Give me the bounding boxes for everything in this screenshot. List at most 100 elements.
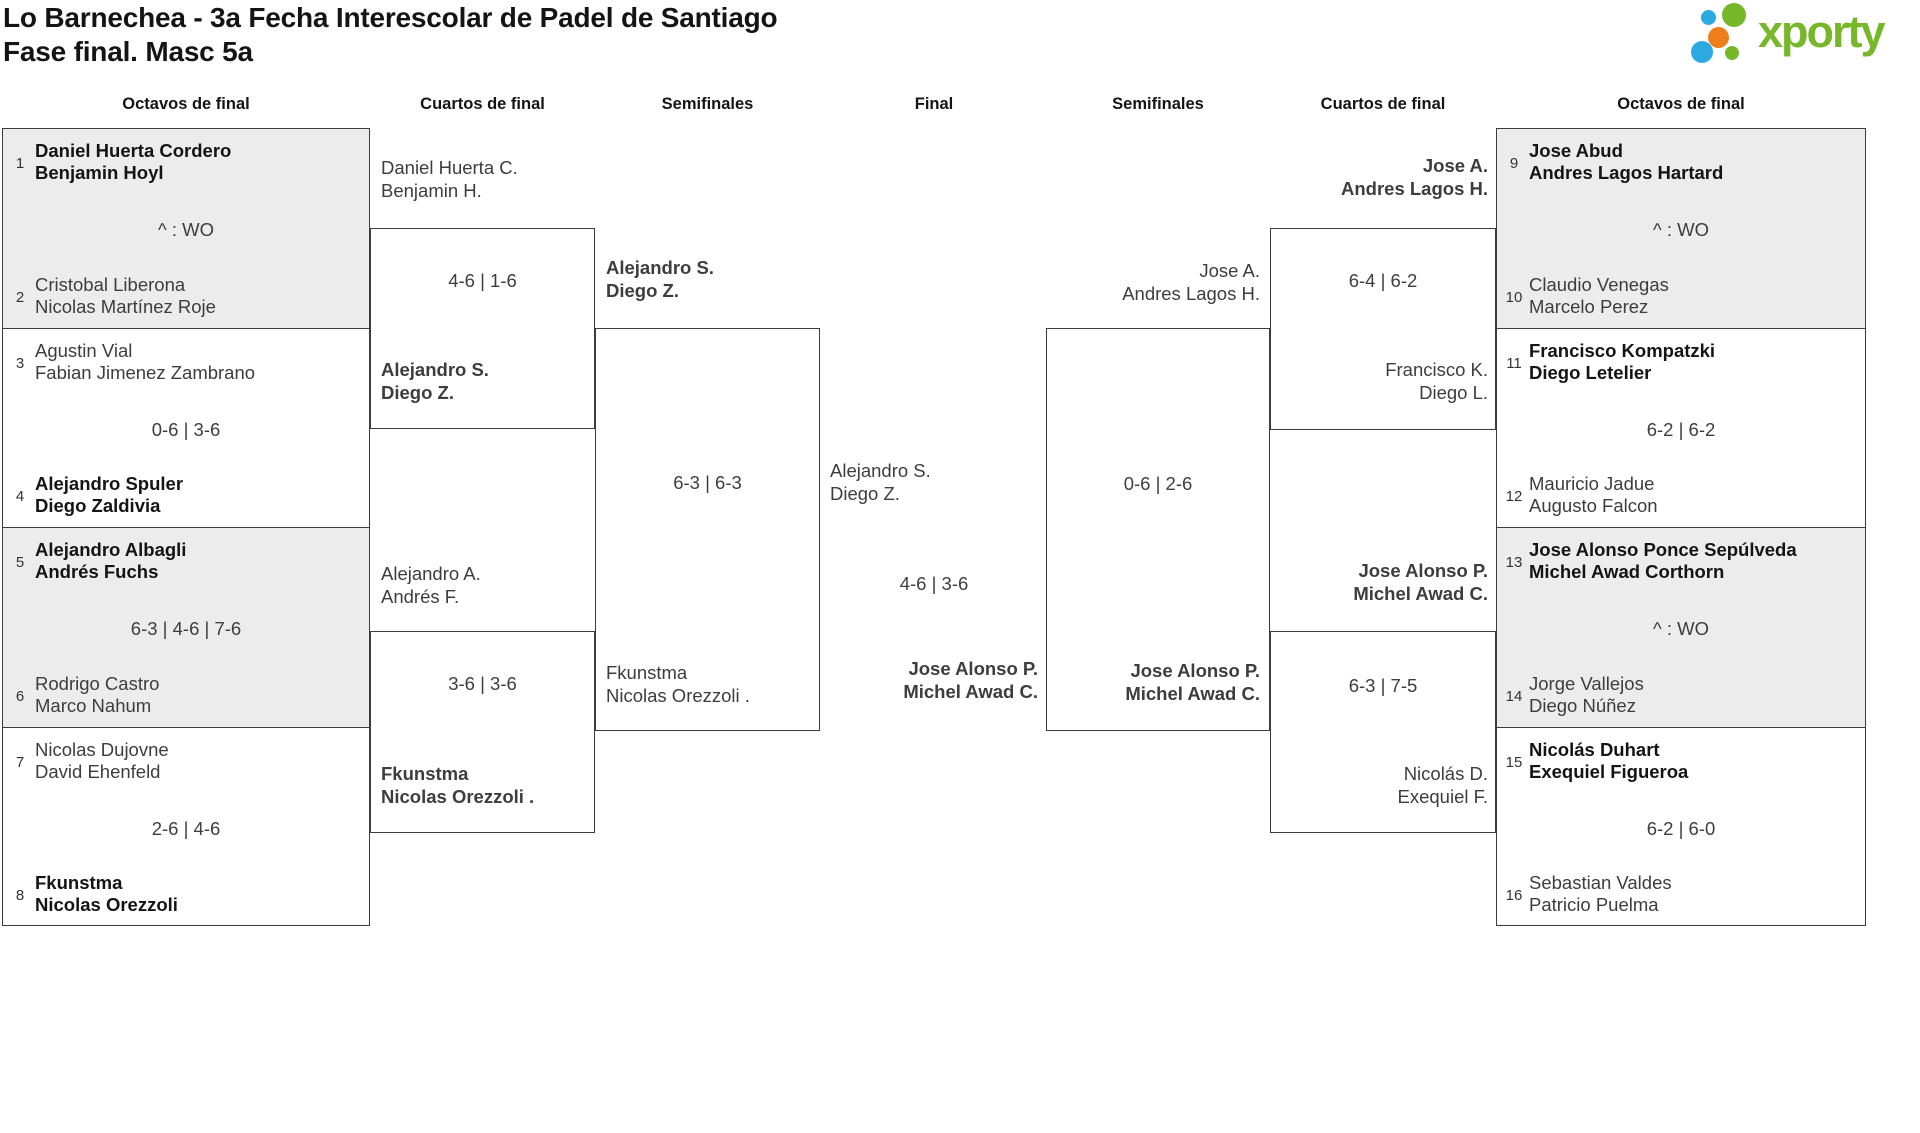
seed-number: 14 xyxy=(1505,687,1523,705)
team-entry: 1 Daniel Huerta Cordero Benjamin Hoyl xyxy=(9,140,232,184)
player-name: Francisco K. xyxy=(1385,359,1488,380)
match-score: 2-6 | 4-6 xyxy=(151,817,221,839)
match-box-qf-right-bottom xyxy=(1270,631,1496,833)
player-name: Alejandro A. xyxy=(381,563,481,584)
player-name: Jose Alonso P. xyxy=(1358,560,1488,581)
match-r16-6: 11 Francisco Kompatzki Diego Letelier 6-… xyxy=(1497,329,1865,528)
team-names: Cristobal Liberona Nicolas Martínez Roje xyxy=(35,274,216,318)
match-score: ^ : WO xyxy=(1653,618,1709,639)
player-name: Nicolás D. xyxy=(1403,763,1488,784)
seed-number: 10 xyxy=(1505,288,1523,306)
round-header-octavos-right: Octavos de final xyxy=(1617,95,1745,113)
seed-number: 13 xyxy=(1505,554,1523,571)
team-entry: 5 Alejandro Albagli Andrés Fuchs xyxy=(9,539,187,583)
match-r16-4: 7 Nicolas Dujovne David Ehenfeld 2-6 | 4… xyxy=(3,728,369,926)
player-name: Diego L. xyxy=(1419,382,1488,403)
player-name: Jose Abud xyxy=(1529,140,1623,161)
qf-team-label: Daniel Huerta C. Benjamin H. xyxy=(381,156,518,202)
seed-number: 3 xyxy=(15,354,25,372)
logo-dot-icon xyxy=(1708,27,1729,48)
player-name: Jorge Vallejos xyxy=(1529,672,1644,694)
player-name: Fkunstma xyxy=(35,871,123,893)
player-name: Exequiel F. xyxy=(1397,786,1489,807)
tournament-title: Lo Barnechea - 3a Fecha Interescolar de … xyxy=(3,2,778,33)
seed-number: 9 xyxy=(1509,155,1519,172)
team-entry: 3 Agustin Vial Fabian Jimenez Zambrano xyxy=(9,340,255,384)
round-header-cuartos-left: Cuartos de final xyxy=(420,95,545,113)
team-names: Mauricio Jadue Augusto Falcon xyxy=(1529,473,1658,517)
team-names: Nicolas Dujovne David Ehenfeld xyxy=(35,739,169,783)
octavos-column-left: 1 Daniel Huerta Cordero Benjamin Hoyl ^ … xyxy=(2,128,370,926)
player-name: Michel Awad C. xyxy=(903,681,1038,702)
player-name: Alejandro S. xyxy=(830,460,931,481)
octavos-column-right: 9 Jose Abud Andres Lagos Hartard ^ : WO … xyxy=(1496,128,1866,926)
semi-team-label: Fkunstma Nicolas Orezzoli . xyxy=(606,661,750,707)
team-names: Fkunstma Nicolas Orezzoli xyxy=(35,872,178,916)
player-name: Cristobal Liberona xyxy=(35,273,186,295)
team-names: Francisco Kompatzki Diego Letelier xyxy=(1529,340,1715,384)
seed-number: 16 xyxy=(1505,886,1523,904)
team-names: Alejandro Albagli Andrés Fuchs xyxy=(35,539,186,583)
seed-number: 5 xyxy=(15,554,25,571)
player-name: Augusto Falcon xyxy=(1529,495,1658,516)
semi-team-label: Jose A. Andres Lagos H. xyxy=(1050,259,1260,305)
round-header-final: Final xyxy=(914,95,954,113)
logo-dot-icon xyxy=(1725,46,1739,60)
player-name: Fabian Jimenez Zambrano xyxy=(35,361,256,383)
logo-dot-icon xyxy=(1722,3,1746,27)
seed-number: 1 xyxy=(15,155,25,172)
logo-wordmark: xporty xyxy=(1758,6,1886,57)
team-entry: 12 Mauricio Jadue Augusto Falcon xyxy=(1503,473,1658,517)
player-name: Andrés Fuchs xyxy=(35,561,159,582)
match-box-semi-left xyxy=(595,328,820,731)
team-entry: 6 Rodrigo Castro Marco Nahum xyxy=(9,673,160,717)
player-name: Diego Z. xyxy=(381,382,454,403)
final-team-label: Alejandro S. Diego Z. xyxy=(830,459,931,505)
seed-number: 8 xyxy=(15,886,25,904)
match-box-qf-right-top xyxy=(1270,228,1496,430)
round-header-semis-right: Semifinales xyxy=(1112,95,1204,113)
team-names: Jose Alonso Ponce Sepúlveda Michel Awad … xyxy=(1529,539,1797,583)
match-score: 4-6 | 3-6 xyxy=(899,573,969,594)
team-entry: 7 Nicolas Dujovne David Ehenfeld xyxy=(9,739,169,783)
player-name: Jose Alonso P. xyxy=(1130,660,1260,681)
team-names: Daniel Huerta Cordero Benjamin Hoyl xyxy=(35,140,231,184)
logo-dot-icon xyxy=(1701,10,1716,25)
player-name: Alejandro S. xyxy=(606,257,714,278)
match-score: 6-4 | 6-2 xyxy=(1348,270,1418,291)
player-name: Diego Z. xyxy=(830,483,900,504)
match-score: 6-2 | 6-0 xyxy=(1646,817,1716,839)
qf-team-label: Alejandro A. Andrés F. xyxy=(381,562,481,608)
semi-team-label-winner: Alejandro S. Diego Z. xyxy=(606,256,714,302)
player-name: Fkunstma xyxy=(381,763,469,784)
player-name: Michel Awad C. xyxy=(1353,583,1488,604)
seed-number: 4 xyxy=(15,488,25,505)
round-header-octavos-left: Octavos de final xyxy=(122,95,250,113)
player-name: Nicolas Orezzoli xyxy=(35,893,178,915)
player-name: Diego Letelier xyxy=(1529,361,1652,383)
match-score: 6-3 | 4-6 | 7-6 xyxy=(130,618,242,639)
match-r16-1: 1 Daniel Huerta Cordero Benjamin Hoyl ^ … xyxy=(3,129,369,329)
match-score: 0-6 | 3-6 xyxy=(151,418,221,440)
match-r16-3: 5 Alejandro Albagli Andrés Fuchs 6-3 | 4… xyxy=(3,528,369,728)
player-name: Francisco Kompatzki xyxy=(1529,339,1716,361)
player-name: Diego Núñez xyxy=(1529,694,1636,716)
player-name: Daniel Huerta Cordero xyxy=(35,140,232,161)
match-score: 6-2 | 6-2 xyxy=(1646,418,1716,440)
final-team-label-winner: Jose Alonso P. Michel Awad C. xyxy=(820,657,1038,703)
semi-team-label-winner: Jose Alonso P. Michel Awad C. xyxy=(1050,659,1260,705)
player-name: Nicolás Duhart xyxy=(1529,738,1660,760)
player-name: Andres Lagos H. xyxy=(1341,178,1488,199)
player-name: Exequiel Figueroa xyxy=(1529,760,1689,782)
team-entry: 10 Claudio Venegas Marcelo Perez xyxy=(1503,274,1669,318)
team-names: Jose Abud Andres Lagos Hartard xyxy=(1529,140,1723,184)
match-score: 6-3 | 7-5 xyxy=(1348,675,1418,696)
player-name: Andrés F. xyxy=(381,586,460,607)
player-name: Sebastian Valdes xyxy=(1529,871,1672,893)
player-name: Mauricio Jadue xyxy=(1529,473,1655,494)
team-entry: 11 Francisco Kompatzki Diego Letelier xyxy=(1503,340,1715,384)
player-name: Nicolas Orezzoli . xyxy=(606,685,750,706)
player-name: Michel Awad C. xyxy=(1125,683,1260,704)
qf-team-label: Nicolás D. Exequiel F. xyxy=(1280,762,1489,808)
